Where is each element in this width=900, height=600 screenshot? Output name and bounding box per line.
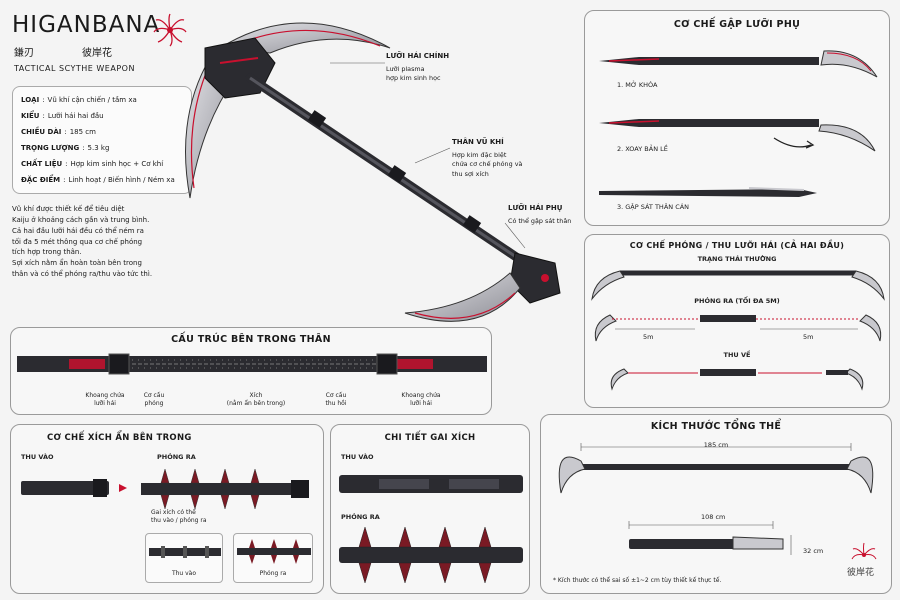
dims-full-length-drawing [558, 443, 874, 494]
chain-thumb-extended: Phóng ra [233, 533, 313, 583]
internal-shaft-cutaway [17, 353, 487, 375]
spider-lily-logo-icon [851, 542, 877, 560]
dims-logo-text: 彼岸花 [847, 568, 875, 578]
spike-panel-title: CHI TIẾT GAI XÍCH [384, 433, 476, 443]
spec-row: KIỂU:Lưỡi hái hai đầu [21, 112, 104, 120]
spec-row: CHIỀU DÀI:185 cm [21, 128, 96, 136]
dimensions-panel: KÍCH THƯỚC TỔNG THỂ 185 cm 108 cm 32 cm … [540, 414, 892, 594]
dims-folded-height: 32 cm [803, 547, 824, 555]
spec-row: TRỌNG LƯỢNG:5.3 kg [21, 144, 110, 152]
internal-label-chain: Xích(nằm ẩn bên trong) [226, 392, 286, 408]
dims-folded-length: 108 cm [701, 513, 726, 521]
fold-mechanism-panel: CƠ CHẾ GẬP LƯỠI PHỤ 1. MỞ KHÓA 2. XOAY B… [584, 10, 890, 226]
spec-row: CHẤT LIỆU:Hợp kim sinh học + Cơ khí [21, 160, 164, 168]
fold-step-1-label: 1. MỞ KHÓA [617, 81, 658, 89]
launch-state-drawing [594, 314, 882, 342]
chain-panel-title: CƠ CHẾ XÍCH ẨN BÊN TRONG [47, 433, 192, 443]
spike-retracted-label: THU VÀO [341, 453, 374, 461]
title-block: HIGANBANA 鎌刃 彼岸花 TACTICAL SCYTHE WEAPON [12, 6, 202, 76]
dims-folded-drawing [628, 521, 792, 555]
launch-state-label: PHÓNG RA (TỐI ĐA 5M) [694, 297, 780, 305]
launch-panel-title: CƠ CHẾ PHÓNG / THU LƯỠI HÁI (CẢ HAI ĐẦU) [629, 241, 845, 250]
normal-state-label: TRẠNG THÁI THƯỜNG [697, 255, 777, 263]
spec-row: ĐẶC ĐIỂM:Linh hoạt / Biến hình / Ném xa [21, 176, 175, 184]
spike-extended-drawing [339, 526, 523, 584]
dims-footnote: * Kích thước có thể sai số ±1~2 cm tùy t… [553, 577, 722, 584]
callout-body: THÂN VŨ KHÍ Hợp kim đặc biệt chứa cơ chế… [452, 138, 523, 178]
weapon-subtitle: TACTICAL SCYTHE WEAPON [14, 64, 135, 73]
spike-retracted-drawing [339, 475, 523, 493]
dims-total-length: 185 cm [703, 441, 729, 449]
spec-row: LOẠI:Vũ khí cận chiến / tầm xa [21, 96, 137, 104]
fold-step-3-label: 3. GẬP SÁT THÂN CÁN [617, 203, 690, 211]
description: Vũ khí được thiết kế để tiêu diệt Kaiju … [12, 205, 153, 279]
main-scythe-illustration [185, 22, 561, 322]
chain-mechanism-panel: CƠ CHẾ XÍCH ẨN BÊN TRONG THU VÀO PHÓNG R… [10, 424, 324, 594]
fold-step-2-label: 2. XOAY BẢN LỀ [617, 145, 668, 153]
spider-lily-icon [153, 13, 187, 47]
chain-retracted-drawing [21, 479, 109, 497]
stylized-subtitle: 鎌刃 [14, 48, 34, 59]
chain-extended-label: PHÓNG RA [157, 453, 196, 461]
internal-panel-title: CẤU TRÚC BÊN TRONG THÂN [171, 334, 331, 345]
chain-thumb-retracted-drawing [149, 546, 221, 558]
spike-extended-label: PHÓNG RA [341, 513, 380, 521]
spec-card: LOẠI:Vũ khí cận chiến / tầm xa KIỂU:Lưỡi… [12, 86, 192, 194]
fold-step-1-drawing [599, 50, 878, 78]
thumb-retracted-label: Thu vào [171, 570, 197, 577]
thumb-extended-label: Phóng ra [259, 570, 287, 577]
spike-detail-panel: CHI TIẾT GAI XÍCH THU VÀO PHÓNG RA [330, 424, 530, 594]
launch-mechanism-panel: CƠ CHẾ PHÓNG / THU LƯỠI HÁI (CẢ HAI ĐẦU)… [584, 234, 890, 408]
retract-state-drawing [610, 368, 864, 391]
fold-step-2-drawing [599, 119, 876, 152]
dims-panel-title: KÍCH THƯỚC TỔNG THỂ [650, 421, 782, 432]
weapon-title: HIGANBANA [12, 12, 161, 38]
chain-thumb-extended-drawing [237, 539, 311, 564]
launch-distance-left: 5m [643, 333, 654, 341]
retract-state-label: THU VỀ [723, 351, 751, 359]
chain-extended-drawing [141, 468, 309, 510]
launch-distance-right: 5m [803, 333, 814, 341]
japanese-subtitle: 彼岸花 [82, 48, 112, 59]
callout-sub-blade: LƯỠI HÁI PHỤ Có thể gập sát thân [508, 204, 572, 225]
normal-state-drawing [591, 270, 885, 301]
chain-retracted-label: THU VÀO [21, 453, 54, 461]
chain-thumb-retracted: Thu vào [145, 533, 223, 583]
arrow-right-icon [119, 484, 127, 492]
fold-step-3-drawing [599, 187, 817, 197]
fold-panel-title: CƠ CHẾ GẬP LƯỠI PHỤ [673, 19, 801, 30]
callout-main-blade: LƯỠI HÁI CHÍNH Lưỡi plasma hợp kim sinh … [386, 52, 450, 83]
chain-spike-note: Gai xích có thể thu vào / phóng ra [151, 509, 207, 525]
